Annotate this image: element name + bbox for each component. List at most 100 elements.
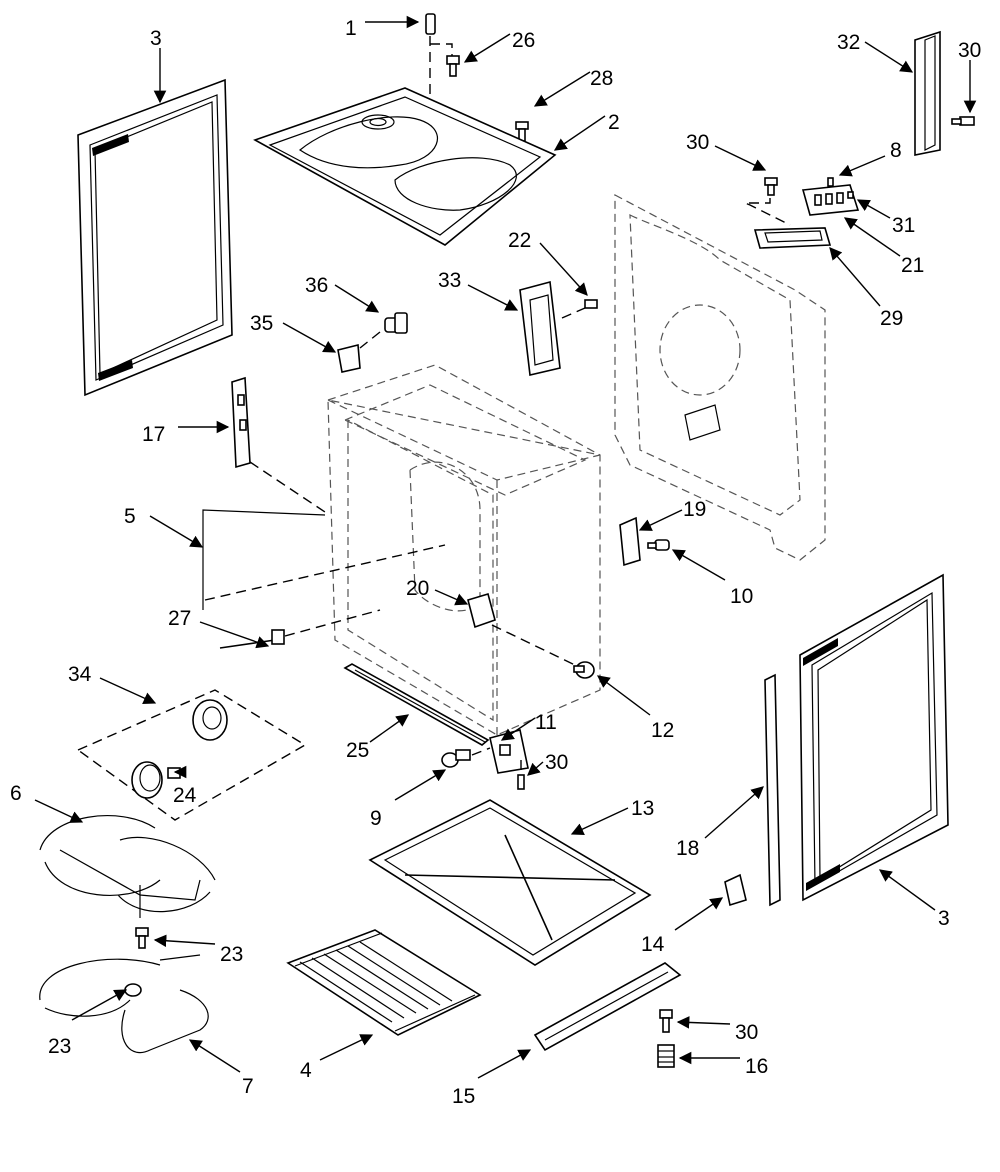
- callout-arrow: [570, 807, 629, 835]
- callout-label: 25: [346, 739, 369, 762]
- top-pin: [425, 13, 453, 100]
- callout-label: 30: [686, 131, 709, 154]
- callout-c14: 14: [641, 897, 724, 956]
- callout-arrow: [500, 717, 536, 741]
- callout-c13: 13: [570, 797, 654, 835]
- callout-arrow: [533, 71, 591, 107]
- screw-30-top: [951, 116, 975, 126]
- cooktop-plate: [253, 87, 557, 246]
- callout-label: 5: [124, 505, 136, 528]
- callout-arrow: [878, 869, 936, 911]
- callout-c30a: 30: [958, 39, 981, 114]
- insulation-5: [202, 509, 446, 610]
- callout-label: 26: [512, 29, 535, 52]
- broil-element-6: [39, 815, 216, 918]
- callout-arrow: [434, 589, 469, 606]
- callout-label: 19: [683, 498, 706, 521]
- callout-label: 29: [880, 307, 903, 330]
- callout-arrow: [843, 217, 901, 257]
- callout-c10: 10: [671, 549, 753, 608]
- bracket-19: [619, 516, 641, 567]
- callout-c20: 20: [406, 577, 469, 606]
- callout-arrow: [188, 1039, 241, 1073]
- callout-label: 2: [608, 111, 620, 134]
- callout-c9: 9: [370, 769, 447, 830]
- callout-label: 8: [890, 139, 902, 162]
- callout-arrow: [714, 145, 767, 171]
- callout-c28: 28: [533, 67, 613, 107]
- callout-label: 13: [631, 797, 654, 820]
- drawer-slide-15: [533, 962, 682, 1052]
- module-33: [519, 280, 586, 376]
- callout-arrow: [638, 509, 683, 531]
- screw-12: [573, 661, 595, 679]
- callout-arrow: [199, 621, 270, 649]
- callout-c35: 35: [250, 312, 337, 353]
- callout-label: 21: [901, 254, 924, 277]
- callout-label: 23: [220, 943, 243, 966]
- callout-arrow: [704, 786, 764, 839]
- clip-35: [337, 343, 361, 373]
- callout-label: 16: [745, 1055, 768, 1078]
- callout-c22: 22: [508, 229, 588, 296]
- screw-36: [359, 312, 408, 349]
- left-side-panel: [77, 78, 233, 397]
- callout-arrow: [369, 714, 410, 743]
- bracket-11: [489, 729, 529, 774]
- callout-c17: 17: [142, 420, 230, 446]
- callout-arrow: [676, 1016, 731, 1029]
- callout-label: 36: [305, 274, 328, 297]
- callout-label: 15: [452, 1085, 475, 1108]
- callout-c34: 34: [68, 663, 157, 705]
- callout-arrow: [527, 761, 544, 776]
- callout-label: 10: [730, 585, 753, 608]
- screw-26: [446, 55, 460, 77]
- callout-c8: 8: [838, 139, 902, 177]
- callout-label: 22: [508, 229, 531, 252]
- rail-25: [343, 663, 490, 746]
- screw-30-terminal: [744, 177, 791, 226]
- callout-arrow: [334, 284, 380, 313]
- callout-c3b: 3: [878, 869, 950, 930]
- callout-arrow: [34, 799, 84, 823]
- callout-c33: 33: [438, 269, 519, 311]
- callout-label: 32: [837, 31, 860, 54]
- callout-label: 30: [958, 39, 981, 62]
- callout-label: 14: [641, 933, 665, 956]
- callout-label: 1: [345, 17, 357, 40]
- callout-label: 18: [676, 837, 699, 860]
- callout-c30d: 30: [676, 1016, 758, 1044]
- callout-c24: 24: [173, 765, 197, 807]
- callout-c11: 11: [500, 711, 557, 741]
- callout-label: 17: [142, 423, 165, 446]
- screw-30-lower: [517, 760, 525, 790]
- callout-arrow: [149, 515, 204, 548]
- sensor-probe-27: [219, 609, 381, 649]
- clip-20: [467, 592, 576, 666]
- callout-c12: 12: [596, 675, 674, 742]
- callout-arrow: [463, 33, 511, 63]
- callout-arrow: [864, 41, 914, 73]
- callout-arrow: [838, 155, 886, 177]
- callout-arrow: [596, 675, 651, 716]
- callout-label: 30: [735, 1021, 758, 1044]
- screw-30-bottom: [659, 1009, 673, 1033]
- oven-rack-4: [286, 929, 482, 1036]
- callout-label: 3: [938, 907, 950, 930]
- callout-c1: 1: [345, 15, 420, 40]
- callout-label: 9: [370, 807, 382, 830]
- screw-23-upper: [135, 927, 149, 949]
- callout-c7: 7: [188, 1039, 254, 1098]
- bracket-32: [914, 30, 941, 156]
- callout-c32: 32: [837, 31, 914, 73]
- callout-label: 12: [651, 719, 674, 742]
- callout-arrow: [467, 284, 519, 311]
- callout-label: 28: [590, 67, 613, 90]
- callout-label: 24: [173, 784, 197, 807]
- callout-label: 27: [168, 607, 191, 630]
- callout-c26: 26: [463, 29, 535, 63]
- callout-label: 7: [242, 1075, 254, 1098]
- hinge-bracket-17: [231, 376, 326, 513]
